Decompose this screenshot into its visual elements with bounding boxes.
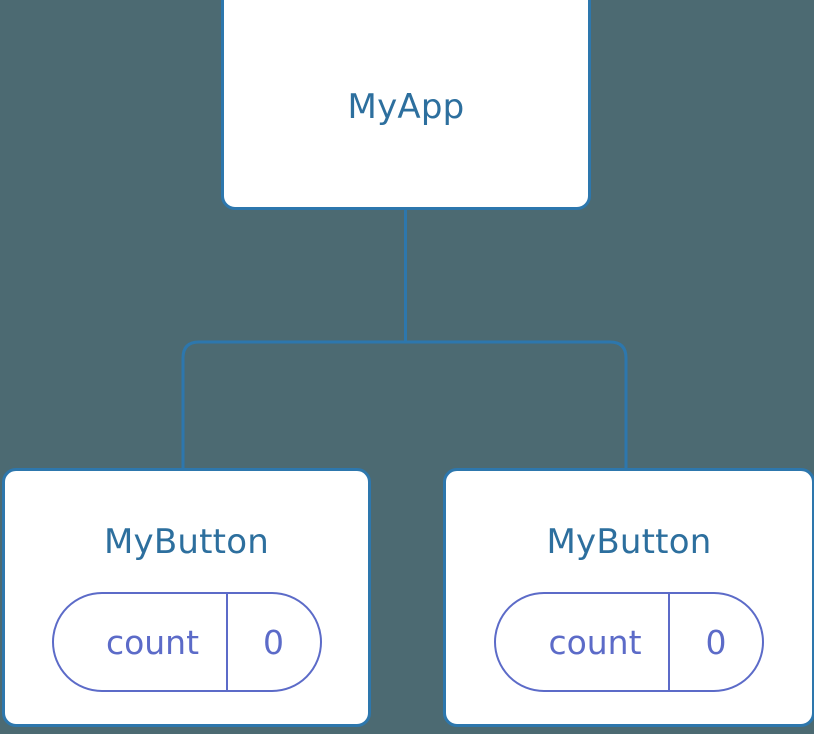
node-mybutton-2[interactable]: MyButton count 0 bbox=[443, 468, 814, 727]
edge-branch-right bbox=[405, 340, 628, 471]
state-value: 0 bbox=[705, 622, 727, 662]
node-mybutton-1[interactable]: MyButton count 0 bbox=[2, 468, 371, 727]
state-value: 0 bbox=[263, 622, 284, 662]
state-key: count bbox=[54, 594, 228, 690]
node-myapp[interactable]: MyApp bbox=[221, 0, 591, 210]
node-title: MyApp bbox=[347, 87, 465, 127]
state-key: count bbox=[496, 594, 670, 690]
node-title: MyButton bbox=[104, 522, 269, 562]
edge-branch-left bbox=[181, 340, 406, 471]
state-badge[interactable]: count 0 bbox=[494, 592, 764, 692]
state-badge[interactable]: count 0 bbox=[51, 592, 322, 692]
node-title: MyButton bbox=[546, 522, 712, 562]
